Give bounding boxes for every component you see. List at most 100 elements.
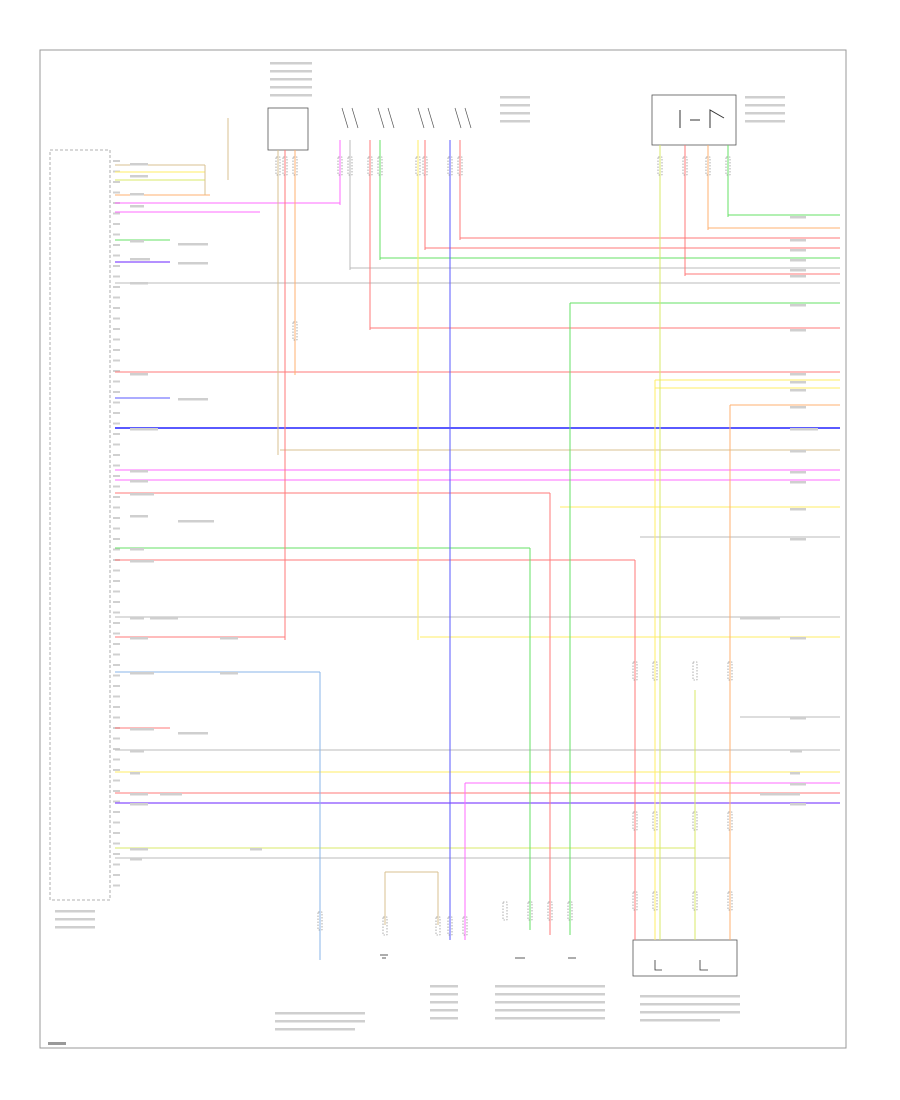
connector-pin: [282, 156, 288, 176]
ecm-pin: [113, 832, 120, 834]
ecm-pin: [113, 496, 120, 498]
illegible-label: [500, 96, 530, 99]
illegible-label: [790, 259, 806, 262]
illegible-label: [495, 1001, 605, 1004]
illegible-label: [790, 304, 806, 307]
illegible-label: [790, 772, 800, 775]
ecm-pin: [113, 548, 120, 551]
connector-pin: [422, 156, 428, 176]
ecm-pin: [113, 779, 120, 782]
ecm-pin: [113, 653, 120, 656]
illegible-label: [790, 275, 806, 278]
connector-pin: [382, 916, 388, 936]
illegible-label: [130, 428, 158, 431]
ecm-pin: [113, 401, 120, 404]
ecm-pin: [113, 569, 120, 572]
connector-pin: [367, 156, 373, 176]
ecm-pin: [113, 454, 120, 456]
illegible-label: [150, 617, 178, 620]
illegible-label: [130, 617, 144, 620]
ecm-pin: [113, 674, 120, 677]
illegible-label: [640, 1003, 740, 1006]
ecm-pin: [113, 317, 120, 320]
illegible-label: [130, 470, 148, 473]
connector-icon: [275, 156, 733, 936]
illegible-label: [130, 560, 154, 563]
illegible-label: [500, 104, 530, 107]
illegible-label: [760, 793, 800, 796]
illegible-label: [495, 1017, 605, 1020]
relay-switch-icon: [679, 109, 725, 128]
ecm-pin: [113, 853, 120, 855]
ecm-pin: [113, 359, 120, 362]
ecm-pin: [113, 538, 120, 540]
ecm-pin: [113, 611, 120, 614]
illegible-label: [790, 750, 802, 753]
ecm-pin: [113, 475, 120, 477]
ecm-pin: [113, 706, 120, 708]
illegible-label: [790, 389, 806, 392]
illegible-label: [430, 985, 458, 988]
illegible-label: [790, 381, 806, 384]
connector-pin: [457, 156, 463, 176]
illegible-label: [178, 262, 208, 265]
illegible-label: [130, 175, 148, 178]
illegible-label: [130, 793, 148, 796]
connector-pin: [567, 901, 573, 921]
illegible-label: [790, 406, 806, 409]
illegible-label: [130, 163, 148, 166]
ecm-pin: [113, 517, 120, 519]
ecm-pin: [113, 580, 120, 582]
ecm-pin: [113, 790, 120, 792]
illegible-label: [745, 120, 785, 123]
ecm-pin: [113, 632, 120, 635]
connector-pin: [725, 156, 731, 176]
illegible-label: [430, 1017, 458, 1020]
unreadable-labels: [55, 62, 818, 1031]
connector-pin: [292, 156, 298, 176]
illegible-label: [495, 993, 605, 996]
ecm-pin: [113, 212, 120, 215]
illegible-label: [275, 1012, 365, 1015]
connector-pin: [652, 891, 658, 911]
ecm-pin: [113, 842, 120, 845]
illegible-label: [130, 637, 148, 640]
illegible-label: [130, 480, 148, 483]
illegible-label: [130, 672, 154, 675]
ecm-pin: [113, 223, 120, 225]
illegible-label: [790, 783, 806, 786]
top-left-module-box: [267, 107, 309, 151]
illegible-label: [790, 481, 806, 484]
ecm-pin: [113, 863, 120, 866]
illegible-label: [130, 258, 150, 261]
illegible-label: [500, 120, 530, 123]
connector-pin: [415, 156, 421, 176]
illegible-label: [430, 1009, 458, 1012]
ecm-pin: [113, 338, 120, 341]
illegible-label: [790, 803, 806, 806]
illegible-label: [55, 926, 95, 929]
illegible-label: [130, 750, 144, 753]
connector-pin: [632, 661, 638, 681]
connector-pin: [727, 661, 733, 681]
connector-pin: [692, 891, 698, 911]
ecm-pin: [113, 181, 120, 183]
ecm-pin: [113, 380, 120, 383]
ecm-pin: [113, 601, 120, 603]
ecm-pin: [113, 643, 120, 645]
illegible-label: [640, 995, 740, 998]
illegible-label: [790, 249, 806, 252]
illegible-label: [130, 493, 154, 496]
ecm-pin: [113, 622, 120, 624]
illegible-label: [740, 617, 780, 620]
ecm-pin: [113, 286, 120, 288]
illegible-label: [745, 112, 785, 115]
ecm-pin: [113, 328, 120, 330]
illegible-label: [130, 515, 148, 518]
illegible-label: [130, 205, 144, 208]
connector-pin: [682, 156, 688, 176]
connector-pin: [692, 811, 698, 831]
ecm-pin: [113, 443, 120, 446]
ecm-pin: [113, 685, 120, 687]
connector-pin: [435, 916, 441, 936]
